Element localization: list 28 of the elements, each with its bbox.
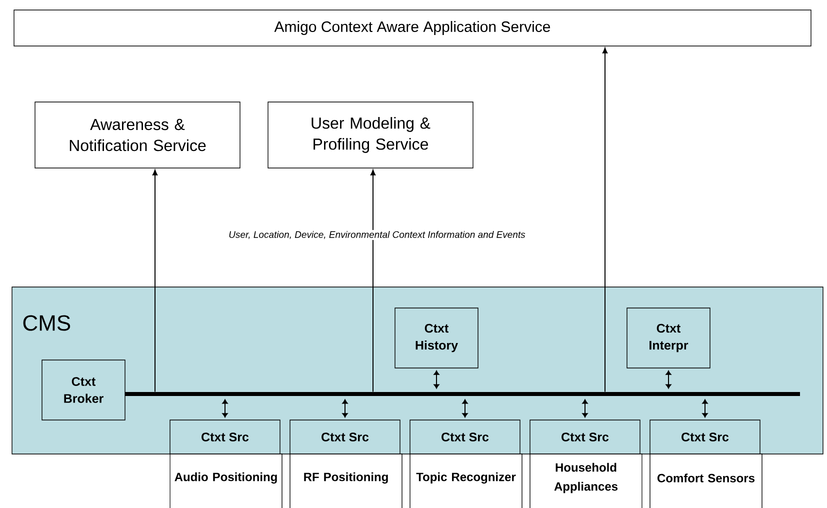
source-box: Ctxt Src	[530, 420, 640, 454]
source-box: Ctxt Src	[410, 420, 520, 454]
source-box: Ctxt Src	[650, 420, 760, 454]
bus-bar	[125, 392, 800, 396]
device-box: Comfort Sensors	[650, 454, 762, 508]
device-box: RF Positioning	[290, 454, 402, 508]
device-box: Household Appliances	[530, 454, 642, 508]
source-box: Ctxt Src	[170, 420, 280, 454]
arrow	[582, 399, 588, 418]
component-box: Ctxt History	[394, 308, 478, 368]
arrow	[370, 170, 376, 392]
service-box: User Modeling & Profiling Service	[268, 102, 474, 168]
device-box: Audio Positioning	[170, 454, 282, 508]
service-box: Awareness & Notification Service	[34, 102, 240, 168]
service-box: Amigo Context Aware Application Service	[14, 10, 812, 46]
device-box: Topic Recognizer	[410, 454, 522, 508]
arrow	[342, 399, 348, 418]
arrow	[666, 370, 672, 389]
source-box: Ctxt Src	[290, 420, 400, 454]
component-box: Ctxt Broker	[42, 360, 126, 420]
arrow	[602, 48, 608, 392]
flow-label: User, Location, Device, Environmental Context Information and Events	[228, 230, 526, 240]
component-box: Ctxt Interpr	[626, 308, 710, 368]
arrow	[152, 170, 158, 392]
arrow	[702, 399, 708, 418]
arrow	[222, 399, 228, 418]
arrow	[434, 370, 440, 389]
arrow	[462, 399, 468, 418]
